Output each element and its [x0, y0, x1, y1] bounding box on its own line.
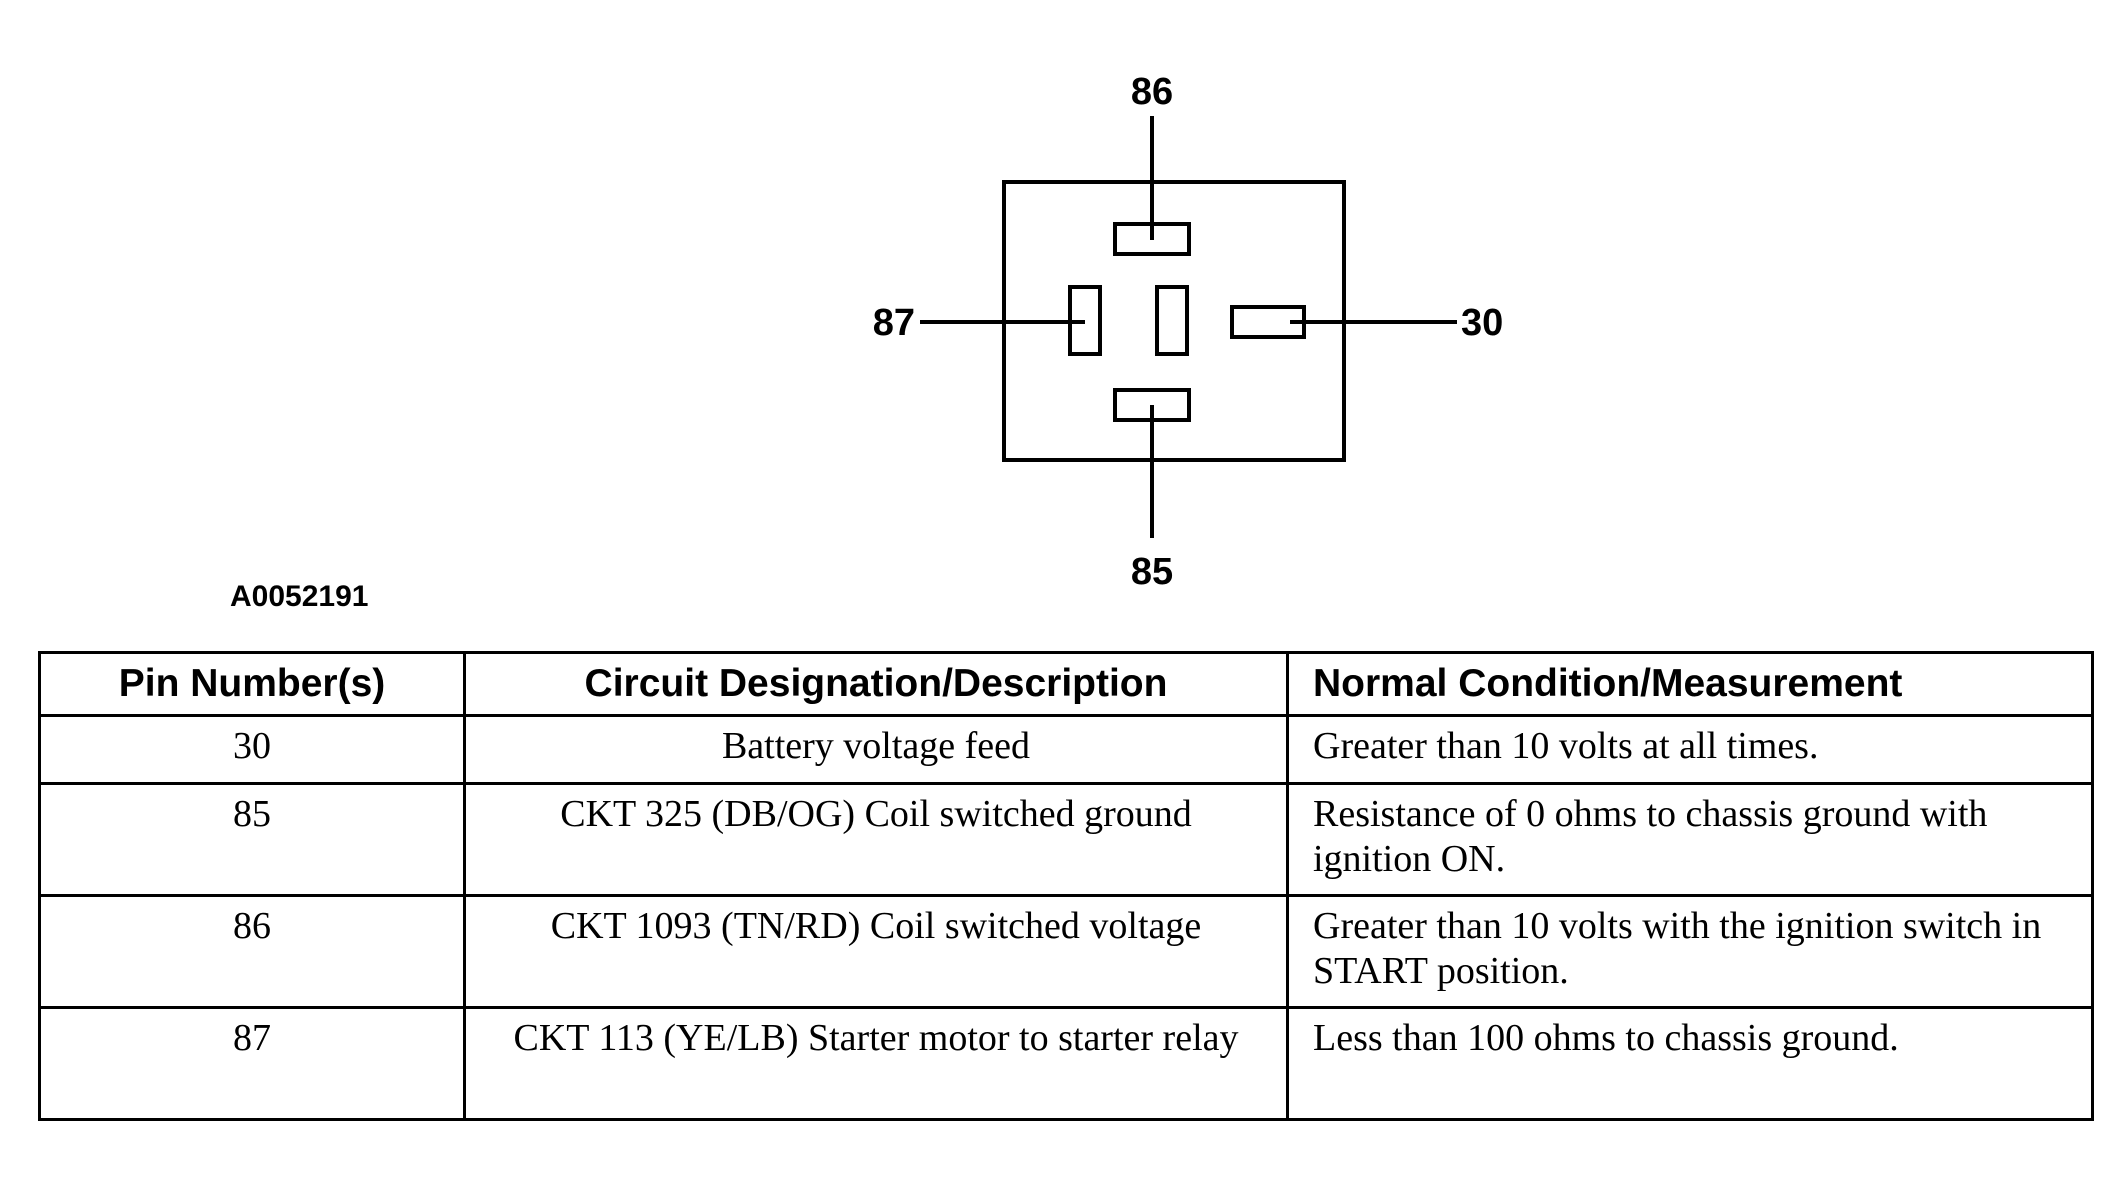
table-header-row: Pin Number(s) Circuit Designation/Descri… [38, 651, 2094, 717]
cell-normal-condition: Less than 100 ohms to chassis ground. [1286, 1006, 2094, 1121]
cell-pin-number: 86 [38, 894, 466, 1009]
cell-circuit-description: CKT 1093 (TN/RD) Coil switched voltage [463, 894, 1289, 1009]
cell-normal-condition: Greater than 10 volts at all times. [1286, 714, 2094, 785]
cell-normal-condition: Greater than 10 volts with the ignition … [1286, 894, 2094, 1009]
pin-label-30: 30 [1461, 302, 1503, 344]
header-normal-condition: Normal Condition/Measurement [1286, 651, 2094, 717]
pin-label-85: 85 [1131, 551, 1173, 593]
cell-circuit-description: CKT 325 (DB/OG) Coil switched ground [463, 782, 1289, 897]
pin-label-86: 86 [1131, 71, 1173, 113]
pin-specification-table: Pin Number(s) Circuit Designation/Descri… [38, 651, 2094, 1121]
table-row: 85 CKT 325 (DB/OG) Coil switched ground … [38, 782, 2094, 897]
cell-pin-number: 30 [38, 714, 466, 785]
header-pin-numbers: Pin Number(s) [38, 651, 466, 717]
table-row: 87 CKT 113 (YE/LB) Starter motor to star… [38, 1006, 2094, 1121]
relay-connector-diagram: 86 87 30 85 [873, 71, 1504, 593]
terminal-center [1155, 285, 1189, 356]
cell-circuit-description: Battery voltage feed [463, 714, 1289, 785]
figure-id: A0052191 [230, 580, 369, 613]
header-circuit-description: Circuit Designation/Description [463, 651, 1289, 717]
cell-normal-condition: Resistance of 0 ohms to chassis ground w… [1286, 782, 2094, 897]
table-row: 30 Battery voltage feed Greater than 10 … [38, 714, 2094, 785]
table-row: 86 CKT 1093 (TN/RD) Coil switched voltag… [38, 894, 2094, 1009]
cell-pin-number: 87 [38, 1006, 466, 1121]
cell-pin-number: 85 [38, 782, 466, 897]
cell-circuit-description: CKT 113 (YE/LB) Starter motor to starter… [463, 1006, 1289, 1121]
pin-label-87: 87 [873, 302, 915, 344]
